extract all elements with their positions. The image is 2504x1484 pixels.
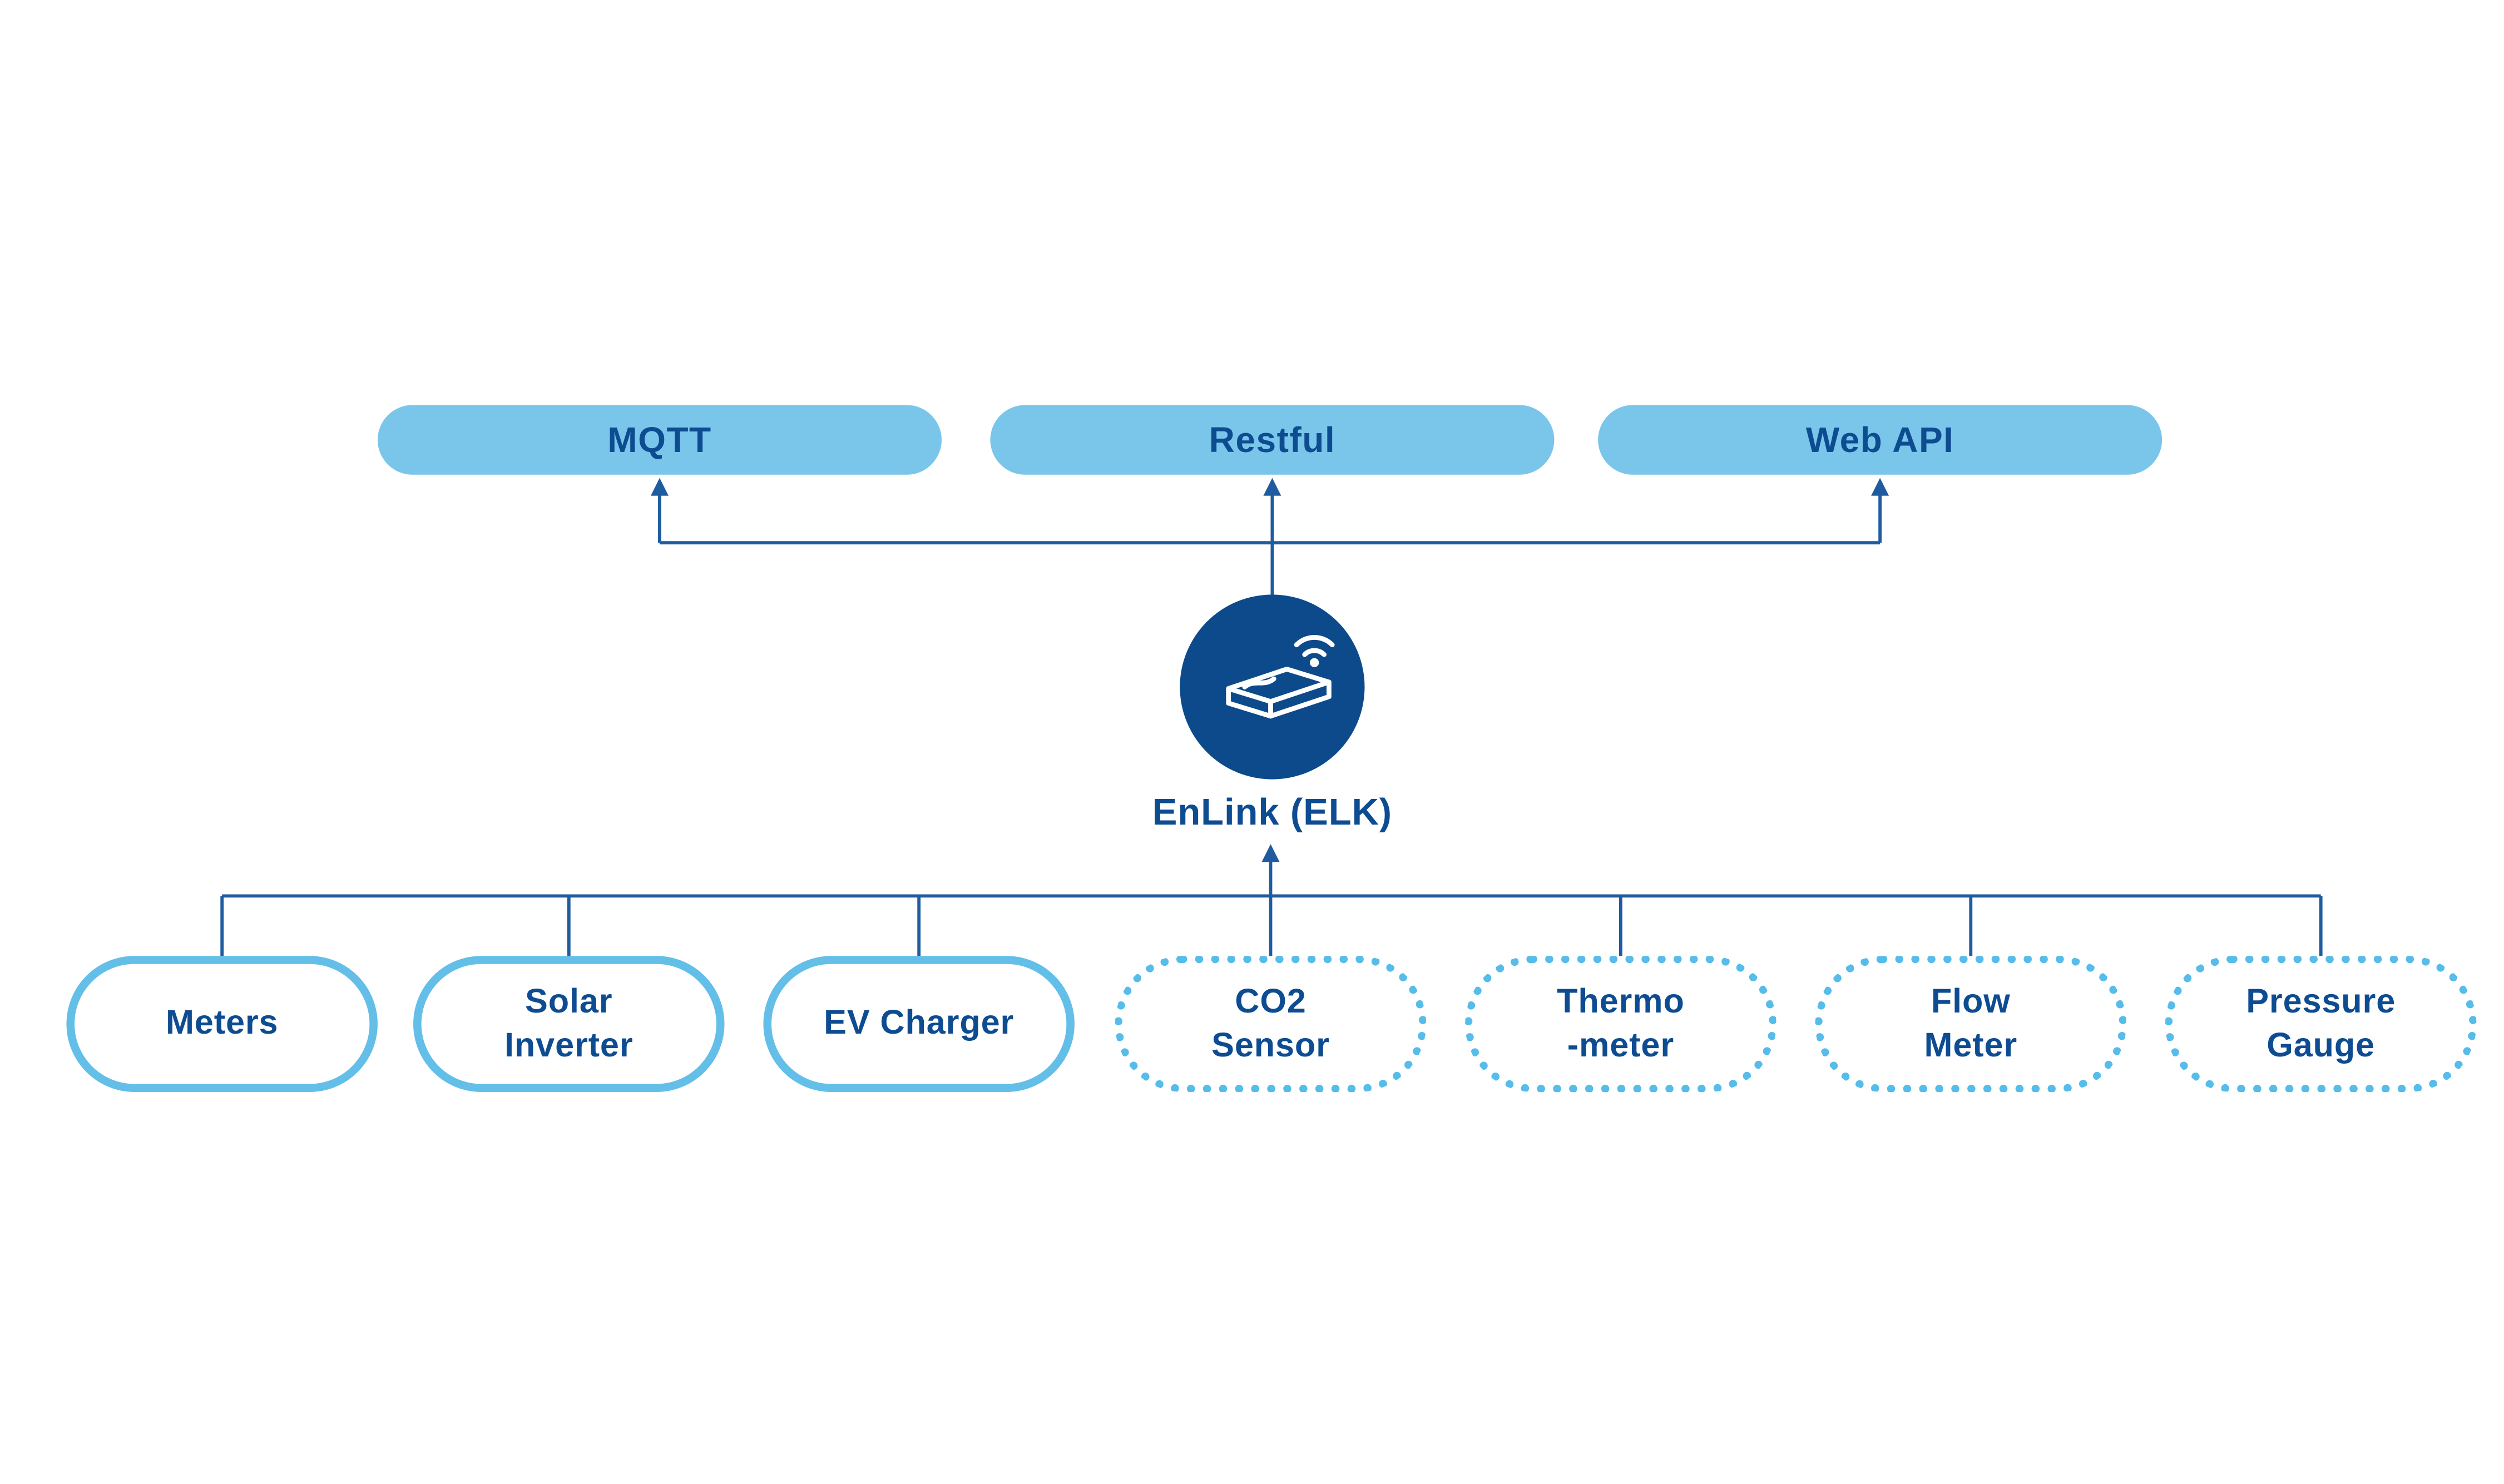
device-label: Pressure Gauge <box>2246 982 2396 1065</box>
device-label: Thermo -meter <box>1557 982 1685 1065</box>
device-label: CO2 Sensor <box>1211 982 1330 1065</box>
protocol-pill-mqtt: MQTT <box>377 405 942 475</box>
protocol-pill-restful: Restful <box>990 405 1555 475</box>
device-label: Meters <box>165 1005 279 1043</box>
device-label: Solar Inverter <box>504 982 634 1065</box>
device-node-flow-meter: Flow Meter <box>1815 956 2127 1092</box>
protocol-label: MQTT <box>607 419 712 460</box>
gateway-node <box>1180 594 1365 780</box>
device-label: Flow Meter <box>1924 982 2018 1065</box>
device-node-pressure-gauge: Pressure Gauge <box>2165 956 2477 1092</box>
device-node-solar-inverter: Solar Inverter <box>413 956 725 1092</box>
device-node-thermometer: Thermo -meter <box>1465 956 1776 1092</box>
protocol-label: Restful <box>1209 419 1336 460</box>
device-node-co2-sensor: CO2 Sensor <box>1115 956 1427 1092</box>
gateway-wifi-icon <box>1226 635 1335 719</box>
protocol-label: Web API <box>1805 419 1954 460</box>
gateway-label: EnLink (ELK) <box>1152 790 1392 833</box>
device-label: EV Charger <box>824 1005 1015 1043</box>
device-node-ev-charger: EV Charger <box>763 956 1075 1092</box>
protocol-pill-webapi: Web API <box>1598 405 2162 475</box>
device-node-meters: Meters <box>66 956 378 1092</box>
